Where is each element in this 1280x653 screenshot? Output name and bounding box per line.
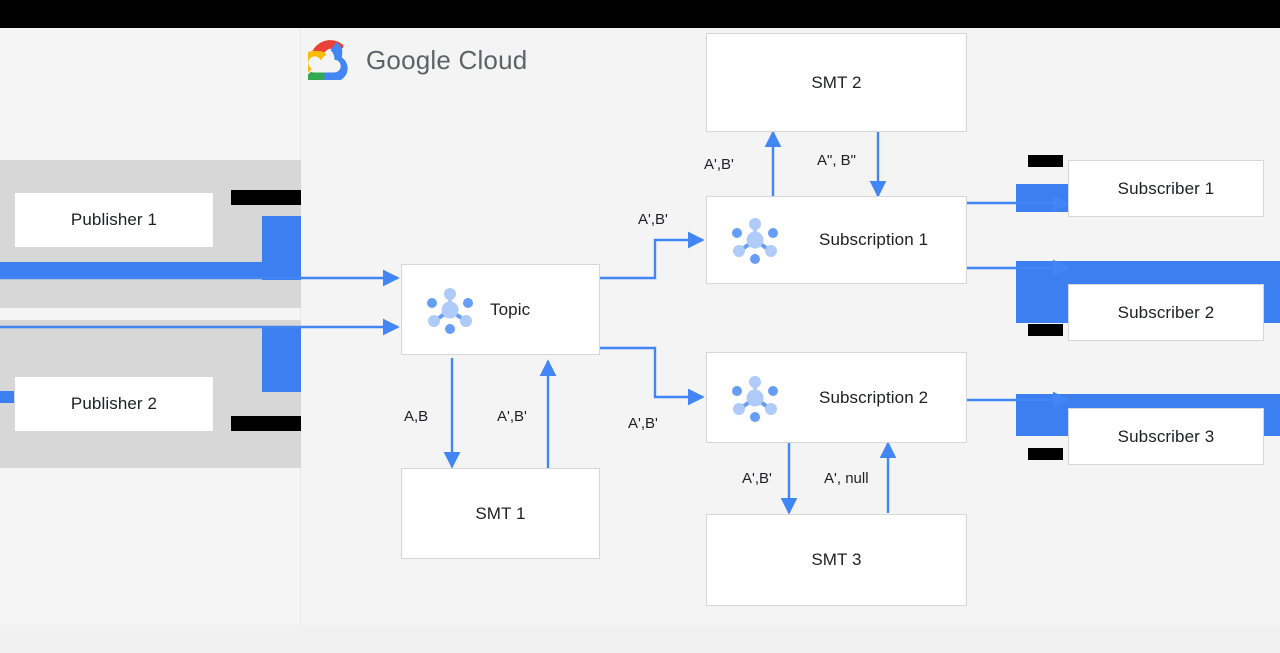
redaction-bar-sub1 [1028,155,1063,167]
artifact-blue-pub1 [262,216,301,280]
edge-label-topic-to-sub1: A',B' [638,211,668,228]
node-subscriber-2[interactable]: Subscriber 2 [1068,284,1264,341]
node-label: Publisher 1 [70,210,158,229]
node-label: Publisher 2 [70,394,158,413]
bottom-strip [0,625,1280,653]
edge-topic-subscription1 [600,231,705,280]
node-smt-2[interactable]: SMT 2 [706,33,967,132]
node-label: Topic [490,299,531,319]
pubsub-hub-icon [427,287,473,334]
pubsub-hub-icon [732,375,778,422]
node-label: Subscription 1 [819,230,929,249]
node-label: Subscriber 3 [1117,426,1215,446]
node-smt-3[interactable]: SMT 3 [706,514,967,606]
edge-label-smt3-to-sub2: A', null [824,470,869,487]
artifact-blue-stripe-pub1 [0,262,262,279]
google-cloud-logo-icon [308,40,348,80]
node-label: SMT 1 [475,503,526,523]
node-label: Subscription 2 [819,387,929,407]
node-label: SMT 2 [811,72,862,92]
edge-label-topic-to-smt1: A,B [404,408,429,425]
redaction-bar-pub2-bottom [231,416,301,431]
redaction-bar-sub2 [1028,324,1063,336]
node-topic[interactable]: Topic [401,264,600,355]
node-subscription-1[interactable]: Subscription 1 [706,196,967,284]
node-publisher-1[interactable]: Publisher 1 [14,192,214,248]
node-publisher-2[interactable]: Publisher 2 [14,376,214,432]
edge-label-sub2-to-smt3: A',B' [742,470,772,487]
node-label: Subscriber 2 [1117,302,1215,322]
artifact-blue-pub2 [262,328,301,392]
top-bar-notch [0,22,300,28]
node-subscriber-3[interactable]: Subscriber 3 [1068,408,1264,465]
node-label: SMT 3 [811,550,862,569]
redaction-bar-sub3 [1028,448,1063,460]
node-label: Subscriber 1 [1117,178,1215,198]
google-cloud-brand: Google Cloud [308,40,527,80]
node-smt-1[interactable]: SMT 1 [401,468,600,559]
node-subscriber-1[interactable]: Subscriber 1 [1068,160,1264,217]
pubsub-hub-icon [732,218,778,264]
edge-label-smt1-to-topic: A',B' [497,408,527,425]
edge-label-topic-to-sub2: A',B' [628,415,658,432]
node-subscription-2[interactable]: Subscription 2 [706,352,967,443]
edge-topic-subscription2 [600,346,705,406]
brand-name: Google Cloud [366,44,528,75]
edge-label-sub1-to-smt2: A',B' [704,156,734,173]
edge-label-smt2-to-sub1: A", B" [817,152,856,169]
artifact-blue-stripe-pub2 [0,391,14,403]
redaction-bar-pub1-top [231,190,301,205]
